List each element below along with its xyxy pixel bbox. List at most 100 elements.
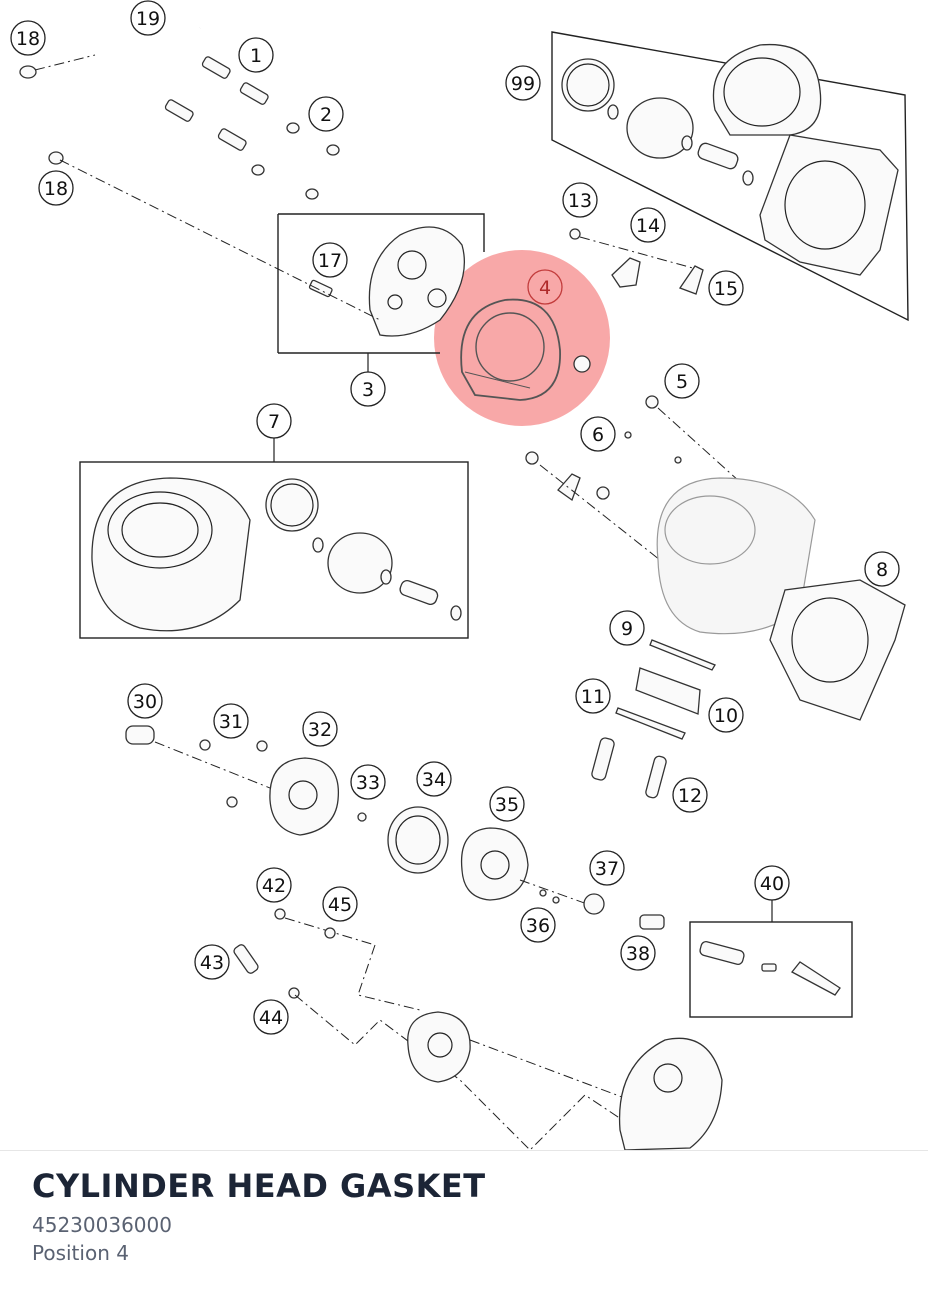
callout-40[interactable]: 40: [754, 865, 790, 901]
part-info-panel: CYLINDER HEAD GASKET 45230036000 Positio…: [0, 1150, 928, 1291]
exploded-parts-diagram: 18 19 1 2 18 17 3 4 99 13 14 15 5 6 7 8 …: [10, 0, 909, 1150]
base-gasket-8[interactable]: [769, 579, 906, 721]
callout-19[interactable]: 19: [130, 0, 166, 36]
svg-text:44: 44: [259, 1007, 283, 1029]
callout-99[interactable]: 99: [505, 65, 541, 101]
callout-18b[interactable]: 18: [38, 170, 74, 206]
svg-text:42: 42: [262, 875, 286, 897]
cylinder-head-gasket-4[interactable]: [460, 298, 561, 401]
svg-text:37: 37: [595, 858, 619, 880]
callout-5[interactable]: 5: [664, 363, 700, 399]
svg-text:2: 2: [320, 104, 332, 126]
part-name: CYLINDER HEAD GASKET: [32, 1167, 486, 1205]
callout-33[interactable]: 33: [350, 764, 386, 800]
callout-35[interactable]: 35: [489, 786, 525, 822]
o-ring[interactable]: [573, 355, 591, 373]
diaphragm-34[interactable]: [387, 806, 449, 874]
svg-text:36: 36: [526, 915, 550, 937]
callout-6[interactable]: 6: [580, 416, 616, 452]
svg-text:1: 1: [250, 45, 262, 67]
svg-text:43: 43: [200, 952, 224, 974]
callout-3[interactable]: 3: [350, 371, 386, 407]
callout-13[interactable]: 13: [562, 182, 598, 218]
svg-text:6: 6: [592, 424, 604, 446]
highlight-marker: [434, 250, 610, 426]
bracket-14[interactable]: [611, 257, 641, 288]
svg-text:14: 14: [636, 215, 660, 237]
callout-7[interactable]: 7: [256, 403, 292, 439]
svg-text:38: 38: [626, 943, 650, 965]
callout-37[interactable]: 37: [589, 850, 625, 886]
svg-text:40: 40: [760, 873, 784, 895]
callout-12[interactable]: 12: [672, 777, 708, 813]
svg-text:18: 18: [16, 28, 40, 50]
cylinder-kit-frame-7: [79, 461, 469, 639]
callout-9[interactable]: 9: [609, 610, 645, 646]
callout-44[interactable]: 44: [253, 999, 289, 1035]
svg-text:9: 9: [621, 618, 633, 640]
callout-1[interactable]: 1: [238, 37, 274, 73]
part-position: Position 4: [32, 1241, 129, 1265]
callout-38[interactable]: 38: [620, 935, 656, 971]
kit-frame-40: [689, 921, 853, 1018]
kit-99-base-gasket[interactable]: [759, 134, 899, 276]
callout-45[interactable]: 45: [322, 886, 358, 922]
bolt-12b[interactable]: [645, 755, 667, 799]
svg-text:8: 8: [876, 559, 888, 581]
svg-text:34: 34: [422, 769, 446, 791]
svg-text:18: 18: [44, 178, 68, 200]
callout-4[interactable]: 4: [527, 269, 563, 305]
washers-2[interactable]: [251, 122, 340, 200]
svg-text:4: 4: [539, 277, 551, 299]
svg-text:10: 10: [714, 705, 738, 727]
svg-text:11: 11: [581, 686, 605, 708]
spring-38[interactable]: [639, 914, 665, 930]
svg-text:30: 30: [133, 691, 157, 713]
callout-18a[interactable]: 18: [10, 20, 46, 56]
housing-35[interactable]: [460, 827, 529, 901]
kit-99-piston[interactable]: [626, 97, 694, 159]
callout-32[interactable]: 32: [302, 711, 338, 747]
callout-42[interactable]: 42: [256, 867, 292, 903]
housing-10[interactable]: [635, 667, 701, 715]
svg-text:19: 19: [136, 8, 160, 30]
plate-15[interactable]: [678, 265, 704, 295]
svg-text:7: 7: [268, 411, 280, 433]
callout-31[interactable]: 31: [213, 703, 249, 739]
svg-text:32: 32: [308, 719, 332, 741]
svg-text:12: 12: [678, 785, 702, 807]
kit-99-ring[interactable]: [561, 58, 615, 112]
svg-text:5: 5: [676, 371, 688, 393]
cylinder-7[interactable]: [91, 477, 251, 632]
callout-8[interactable]: 8: [864, 551, 900, 587]
callout-36[interactable]: 36: [520, 907, 556, 943]
reed-9[interactable]: [649, 639, 716, 671]
o-ring-37[interactable]: [583, 893, 605, 915]
svg-text:33: 33: [356, 772, 380, 794]
lower-cylinder-head[interactable]: [618, 1037, 723, 1150]
svg-text:31: 31: [219, 711, 243, 733]
svg-text:35: 35: [495, 794, 519, 816]
cylinder-head-frame-3: [278, 213, 485, 252]
svg-text:99: 99: [511, 73, 535, 95]
svg-text:45: 45: [328, 894, 352, 916]
hose-19[interactable]: [17, 27, 201, 161]
cover-32[interactable]: [269, 757, 340, 836]
callout-30[interactable]: 30: [127, 683, 163, 719]
callout-43[interactable]: 43: [194, 944, 230, 980]
lower-cover[interactable]: [407, 1011, 471, 1083]
callout-11[interactable]: 11: [575, 678, 611, 714]
callout-2[interactable]: 2: [308, 96, 344, 132]
screws-1[interactable]: [164, 56, 269, 152]
part-number: 45230036000: [32, 1213, 172, 1237]
callout-34[interactable]: 34: [416, 761, 452, 797]
svg-text:3: 3: [362, 379, 374, 401]
svg-text:17: 17: [318, 250, 342, 272]
callout-17[interactable]: 17: [312, 242, 348, 278]
bolt-12a[interactable]: [591, 737, 615, 781]
callout-14[interactable]: 14: [630, 207, 666, 243]
callout-10[interactable]: 10: [708, 697, 744, 733]
callout-15[interactable]: 15: [708, 270, 744, 306]
svg-text:13: 13: [568, 190, 592, 212]
kit-99-head-gasket[interactable]: [712, 43, 822, 136]
